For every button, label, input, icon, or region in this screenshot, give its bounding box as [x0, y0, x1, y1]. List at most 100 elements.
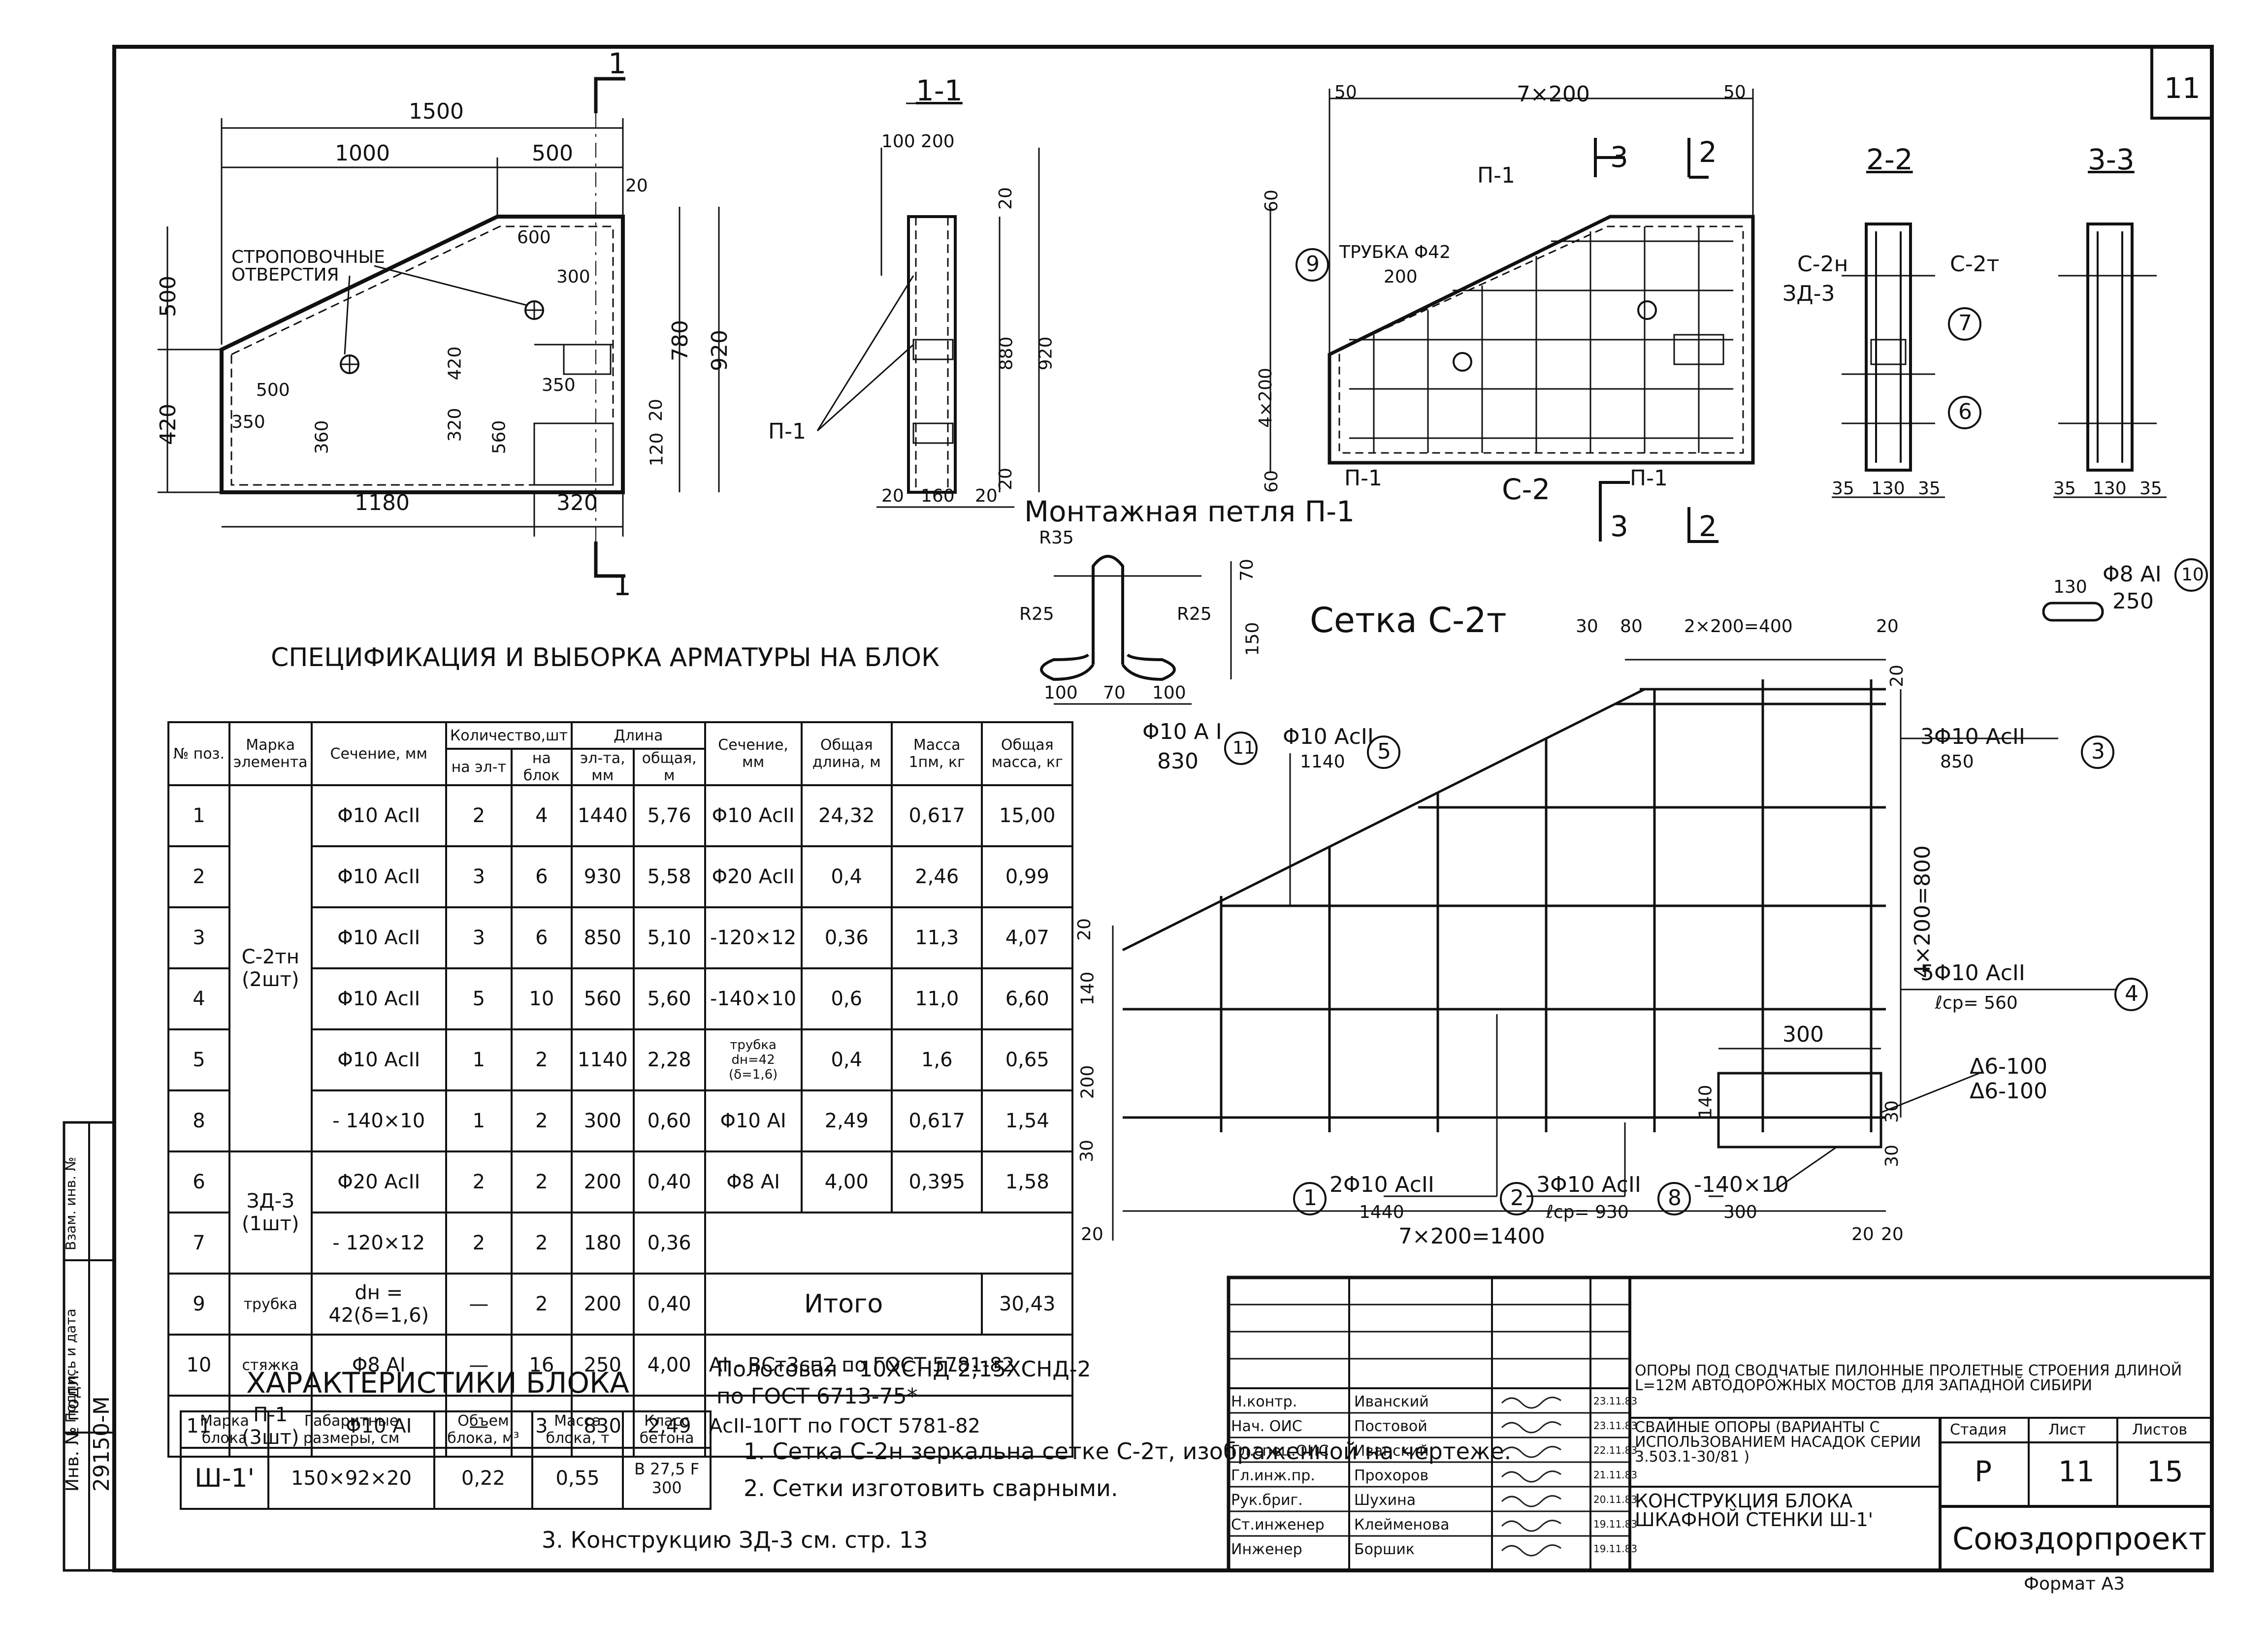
- dim-plan-20a: 20: [625, 176, 648, 196]
- spec-r6-qbl: 2: [510, 1089, 573, 1152]
- s11-dim-200: 200: [921, 131, 955, 152]
- spec-rr2-sec: Φ20 АсII: [704, 845, 803, 908]
- spec-h-pos: № поз.: [167, 721, 230, 786]
- mesh-dim-20d: 20: [1081, 1224, 1103, 1245]
- rp-label-zd3: ЗД-3: [1782, 281, 1835, 306]
- tie-len: 250: [2112, 589, 2154, 614]
- spec-total-value: 30,43: [981, 1273, 1073, 1336]
- rp-dim-50b: 50: [1723, 82, 1746, 102]
- spec-r7-qel: 2: [445, 1150, 513, 1213]
- loop-bar: Φ10 А I: [1142, 719, 1222, 744]
- dim-plan-320: 320: [556, 490, 598, 515]
- spec-rr2-m1: 2,46: [890, 845, 983, 908]
- spec-title: Спецификация и выборка арматуры на блок: [271, 643, 940, 672]
- dim-plan-1000: 1000: [335, 141, 390, 166]
- callout-9: 9: [1306, 252, 1320, 277]
- char-v-vol: 0,22: [433, 1447, 533, 1510]
- loop-dim-100a: 100: [1044, 683, 1078, 703]
- spec-rr1-len: 24,32: [800, 784, 893, 847]
- spec-r2-qbl: 6: [510, 845, 573, 908]
- spec-rr5-mt: 0,65: [981, 1028, 1073, 1091]
- tb-date-3: 21.11.83: [1593, 1469, 1638, 1481]
- spec-r8-len: 180: [570, 1212, 635, 1275]
- dim-plan-350a: 350: [231, 412, 265, 432]
- spec-r5-qbl: 2: [510, 1028, 573, 1091]
- tb-date-2: 22.11.83: [1593, 1444, 1638, 1456]
- spec-r10-qel: —: [445, 1334, 513, 1397]
- spec-r3-qel: 3: [445, 906, 513, 969]
- rp-cut-2-top: 2: [1699, 135, 1717, 169]
- rp-dim-50a: 50: [1334, 82, 1357, 102]
- spec-r9-tot: 0,40: [632, 1273, 706, 1336]
- note-3: 3. Конструкцию ЗД-3 см. стр. 13: [542, 1527, 928, 1553]
- mesh-callout-1-text: 2Φ10 АсII: [1329, 1172, 1434, 1197]
- dim-plan-1180: 1180: [355, 490, 410, 515]
- spec-rr6-sec: Φ10 АI: [704, 1089, 803, 1152]
- dim-plan-1500: 1500: [409, 99, 464, 124]
- tb-project: Опоры под сводчатые пилонные пролетные с…: [1635, 1362, 2182, 1394]
- mesh-callout-3-text: 3Φ10 АсII: [1920, 724, 2025, 749]
- spec-h-qty: Количество,шт: [445, 721, 573, 750]
- spec-h-totallen: Общая длина, м: [800, 721, 893, 786]
- mesh-dim-300: 300: [1782, 1022, 1824, 1047]
- char-title: Характеристики блока: [246, 1366, 629, 1400]
- tb-role-2: Гл.спец.ОИС: [1231, 1442, 1329, 1460]
- tb-name-3: Прохоров: [1354, 1467, 1429, 1484]
- dim-plan-600: 600: [517, 227, 551, 248]
- spec-h-totalmass: Общая масса, кг: [981, 721, 1073, 786]
- tb-sheet-h: Лист: [2048, 1421, 2086, 1438]
- spec-r9-qbl: 2: [510, 1273, 573, 1336]
- mesh-callout-3-n: 3: [2091, 739, 2105, 764]
- mesh-callout-5-text: Φ10 АсII: [1283, 724, 1374, 749]
- spec-rr3-m1: 11,3: [890, 906, 983, 969]
- callout-6: 6: [1958, 399, 1972, 424]
- hole-label: строповочные отверстия: [231, 247, 385, 285]
- spec-rr2-mt: 0,99: [981, 845, 1073, 908]
- mesh-callout-2-n: 2: [1510, 1185, 1524, 1211]
- spec-r4-sec: Φ10 АсII: [310, 967, 447, 1030]
- section-mark-bottom: 1: [613, 569, 631, 602]
- spec-sh-lenel: эл-та, мм: [570, 748, 635, 786]
- spec-r3-tot: 5,10: [632, 906, 706, 969]
- spec-rr1-mt: 15,00: [981, 784, 1073, 847]
- tb-date-0: 23.11.83: [1593, 1395, 1638, 1407]
- spec-r5-sec: Φ10 АсII: [310, 1028, 447, 1091]
- spec-h-mass1: Масса 1пм, кг: [890, 721, 983, 786]
- mesh-dim-bottom: 7×200=1400: [1398, 1224, 1545, 1249]
- s22-dim-130: 130: [1871, 479, 1905, 499]
- spec-rr7-sec: Φ8 АI: [704, 1150, 803, 1213]
- sheet-number: 11: [2164, 71, 2201, 105]
- spec-sh-el: на эл-т: [445, 748, 513, 786]
- mesh-callout-5-n: 5: [1377, 739, 1391, 764]
- char-v-mark: Ш-1': [180, 1447, 269, 1510]
- spec-r5-len: 1140: [570, 1028, 635, 1091]
- spec-rr5-len: 0,4: [800, 1028, 893, 1091]
- spec-r1-tot: 5,76: [632, 784, 706, 847]
- char-h-mass: Масса блока, т: [531, 1410, 624, 1449]
- rp-label-p1-br: П-1: [1630, 466, 1668, 491]
- mesh-callout-8-text: -140×10: [1694, 1172, 1789, 1197]
- mesh-callout-4-n: 4: [2125, 981, 2138, 1006]
- tb-date-4: 20.11.83: [1593, 1494, 1638, 1505]
- spec-r5-tot: 2,28: [632, 1028, 706, 1091]
- spec-r6-qel: 1: [445, 1089, 513, 1152]
- spec-r10-sec: Φ8 АI: [310, 1334, 447, 1397]
- spec-group-tie: стяжка: [228, 1334, 313, 1397]
- s22-dim-35a: 35: [1832, 479, 1854, 499]
- tie-bar: Φ8 АI: [2103, 562, 2162, 587]
- tb-name-1: Постовой: [1354, 1418, 1427, 1435]
- mesh-weld1: Δ6-100: [1970, 1054, 2047, 1079]
- char-v-class: В 27,5 F 300: [622, 1447, 712, 1510]
- spec-r10-pos: 10: [167, 1334, 230, 1397]
- note-1: 1. Сетка С-2н зеркальна сетке С-2т, изоб…: [744, 1438, 1512, 1465]
- dim-plan-300: 300: [556, 267, 590, 287]
- spec-r7-qbl: 2: [510, 1150, 573, 1213]
- tb-name-6: Боршик: [1354, 1541, 1415, 1558]
- spec-rr2-len: 0,4: [800, 845, 893, 908]
- s11-dim-100: 100: [881, 131, 915, 152]
- spec-r2-qel: 3: [445, 845, 513, 908]
- spec-rr5-m1: 1,6: [890, 1028, 983, 1091]
- tb-sheets-h: Листов: [2132, 1421, 2188, 1438]
